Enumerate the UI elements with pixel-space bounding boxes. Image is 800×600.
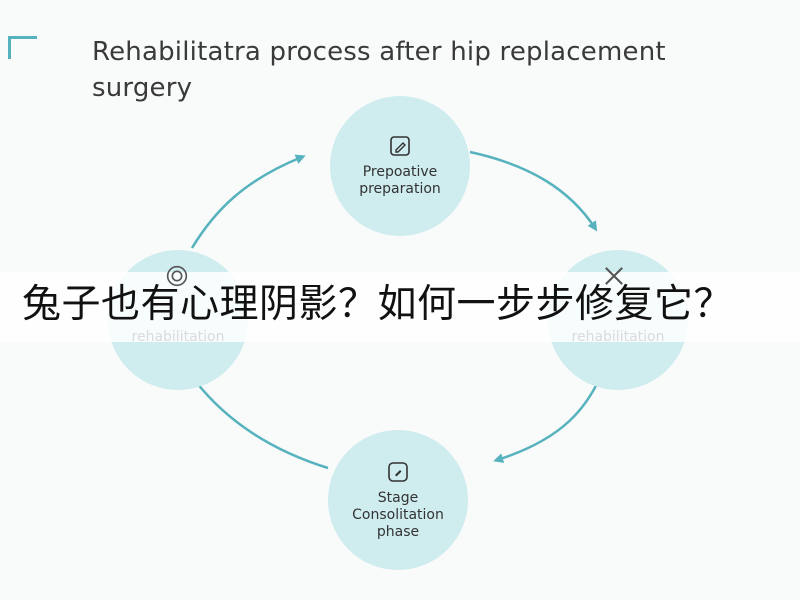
arrow-top-to-right (469, 150, 598, 232)
caption-overlay-band (0, 272, 800, 342)
pencil-icon (390, 136, 410, 156)
diagram-title: Rehabilitatra process after hip replacem… (92, 37, 666, 103)
spiral-icon (166, 265, 188, 287)
stage-label: Stage Consolitation phase (352, 489, 444, 540)
overlay-caption: 兔子也有心理阴影？如何一步步修复它？ (22, 282, 734, 327)
arrow-bottom-to-left (190, 374, 329, 470)
pencil-icon (388, 461, 408, 482)
stage-preoperative-preparation: Prepoative preparation (330, 96, 470, 236)
stage-label: Prepoative preparation (359, 164, 441, 197)
arrow-left-to-top (190, 154, 306, 249)
tools-icon (605, 267, 623, 285)
stage-consolidation-phase: Stage Consolitation phase (328, 430, 468, 570)
corner-bracket-decoration (8, 36, 37, 59)
